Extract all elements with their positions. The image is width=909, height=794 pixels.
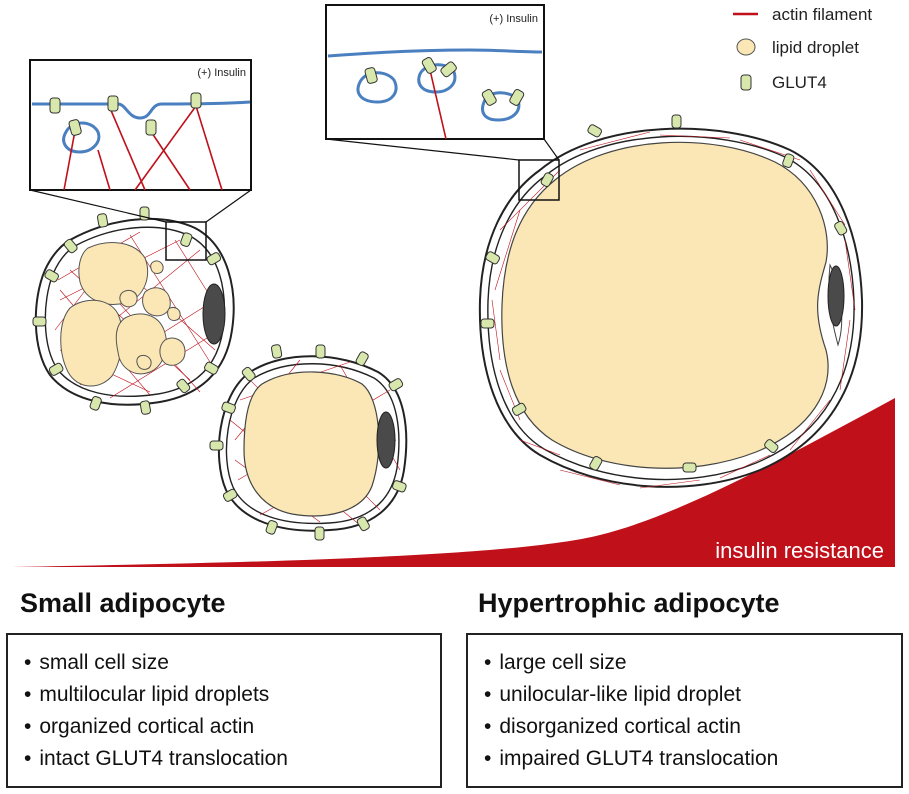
large-inset-actin (429, 69, 447, 140)
legend: actin filament lipid droplet GLUT4 (733, 5, 872, 92)
medium-lipid-droplet (243, 371, 380, 517)
insulin-resistance-wedge (12, 398, 895, 567)
medium-adipocyte-nucleus (376, 411, 396, 469)
hypertrophic-feature-item: large cell size (484, 647, 901, 679)
glut4-icon (740, 74, 752, 91)
legend-label-actin: actin filament (772, 5, 872, 24)
hypertrophic-adipocyte-heading: Hypertrophic adipocyte (478, 588, 780, 618)
medium-adipocyte (209, 344, 408, 541)
hypertrophic-feature-item: impaired GLUT4 translocation (484, 743, 901, 775)
small-inset-glut4 (49, 92, 202, 136)
hypertrophic-adipocyte (478, 114, 864, 489)
small-adipocyte (32, 206, 235, 415)
large-inset-label: (+) Insulin (489, 13, 538, 25)
multilocular-lipid-droplets (60, 242, 186, 387)
small-glut4-markers (32, 206, 222, 415)
legend-label-lipid: lipid droplet (772, 38, 859, 57)
hypertrophic-adipocyte-features: large cell size unilocular-like lipid dr… (466, 633, 903, 788)
lipid-droplet-icon (736, 38, 756, 56)
hypertrophic-feature-item: disorganized cortical actin (484, 711, 901, 743)
hypertrophic-lipid-droplet (501, 141, 829, 469)
small-feature-item: multilocular lipid droplets (24, 679, 440, 711)
large-insulin-inset: (+) Insulin (325, 4, 560, 161)
large-zoom-box (518, 159, 560, 201)
large-inset-membrane (327, 48, 543, 58)
hypertrophic-adipocyte-nucleus (827, 265, 845, 327)
legend-label-glut4: GLUT4 (772, 73, 827, 92)
small-feature-item: organized cortical actin (24, 711, 440, 743)
insulin-resistance-label: insulin resistance (715, 538, 884, 563)
small-zoom-box (165, 221, 207, 261)
small-inset-label: (+) Insulin (197, 67, 246, 79)
small-insulin-inset: (+) Insulin (29, 59, 252, 223)
adipocyte-figure: insulin resistance (12, 4, 895, 567)
small-adipocyte-heading: Small adipocyte (20, 588, 226, 618)
hypertrophic-feature-item: unilocular-like lipid droplet (484, 679, 901, 711)
small-adipocyte-nucleus (202, 283, 226, 345)
small-adipocyte-features: small cell size multilocular lipid dropl… (6, 633, 442, 788)
small-feature-item: intact GLUT4 translocation (24, 743, 440, 775)
small-feature-item: small cell size (24, 647, 440, 679)
